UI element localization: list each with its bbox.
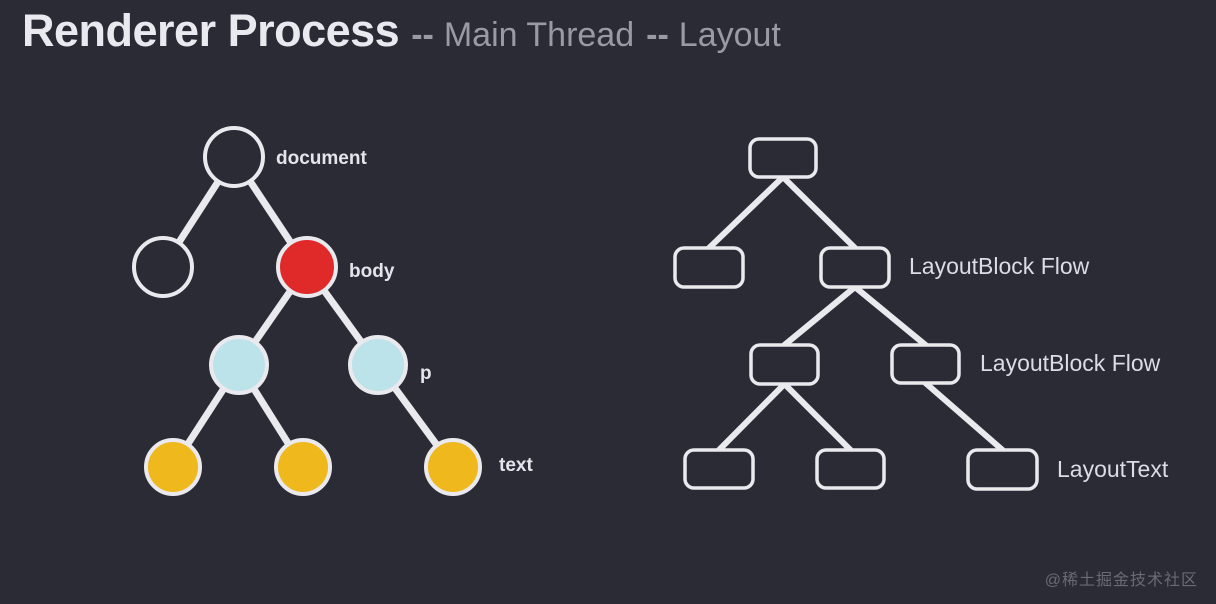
layout-node-n1[interactable] [673,246,745,289]
title-end-text: Layout [678,16,781,54]
dom-label-document: document [276,148,367,169]
layout-node-n2[interactable] [819,246,891,289]
layout-edge-root-n1 [706,174,786,251]
title-separator-2: -- [646,16,669,54]
watermark: @稀土掘金技术社区 [1044,572,1198,589]
dom-node-body[interactable] [276,236,338,298]
layout-node-root[interactable] [748,137,818,179]
dom-tree-edges [159,153,457,471]
layout-node-n3[interactable] [749,343,820,386]
dom-node-text3[interactable] [424,438,482,496]
layout-label-n7: LayoutText [1057,456,1169,482]
title-separator-1: -- [411,16,434,54]
dom-label-text3: text [499,455,533,476]
layout-edge-n2-n4 [852,284,929,348]
layout-edge-root-n2 [780,174,858,251]
page-title: Renderer Process -- Main Thread -- Layou… [22,8,781,53]
layout-edge-n4-n7 [922,380,1006,453]
dom-tree-nodes [132,126,482,496]
layout-label-n2: LayoutBlock Flow [909,253,1090,279]
layout-node-n5[interactable] [683,448,755,490]
dom-node-head[interactable] [132,236,194,298]
dom-label-body: body [349,261,395,282]
layout-tree-edges [706,174,1006,453]
layout-node-n7[interactable] [966,448,1039,491]
title-main-text: Renderer Process [22,5,400,56]
layout-node-n6[interactable] [815,448,886,490]
layout-edge-n3-n6 [781,381,854,453]
layout-node-n4[interactable] [890,343,961,385]
title-middle-text: Main Thread [443,16,635,54]
dom-node-text2[interactable] [274,438,332,496]
layout-tree-nodes [673,137,1039,491]
dom-node-p[interactable] [348,335,408,395]
dom-label-p: p [420,363,432,384]
dom-node-div[interactable] [209,335,269,395]
layout-edge-n3-n5 [716,381,788,453]
dom-node-document[interactable] [203,126,265,188]
layout-label-n4: LayoutBlock Flow [980,350,1161,376]
dom-node-text1[interactable] [144,438,202,496]
layout-edge-n2-n3 [781,284,858,348]
